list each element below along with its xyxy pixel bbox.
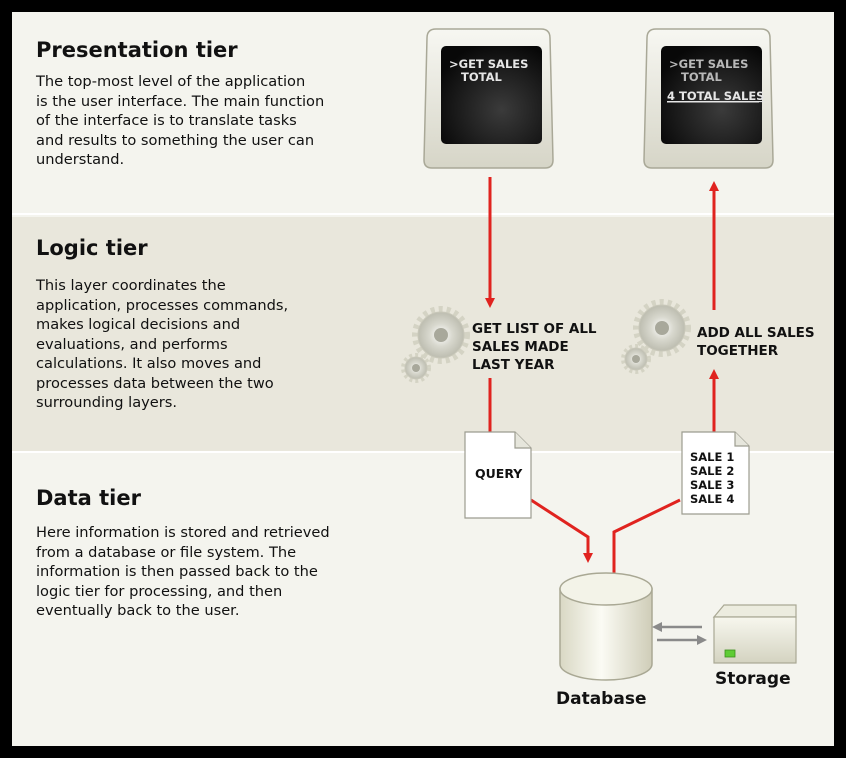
left-gears-icon <box>401 306 470 383</box>
description-line: eventually back to the user. <box>36 602 240 619</box>
description-line: and results to something the user can <box>36 131 315 149</box>
sales-document-icon: SALE 1 SALE 2 SALE 3 SALE 4 <box>681 431 750 515</box>
right-monitor-screen <box>661 46 762 144</box>
right-screen-line2: TOTAL <box>681 70 722 84</box>
database-icon <box>559 572 653 681</box>
gear-label-line: ADD ALL SALES <box>697 325 815 341</box>
presentation-tier-title: Presentation tier <box>36 38 238 62</box>
right-gears-icon <box>621 299 691 374</box>
description-line: surrounding layers. <box>36 394 178 411</box>
presentation-tier-description: The top-most level of the application is… <box>36 72 324 170</box>
gear-label-line: GET LIST OF ALL <box>472 321 597 337</box>
left-monitor-screen <box>441 46 542 144</box>
left-gears-label: GET LIST OF ALL SALES MADE LAST YEAR <box>472 321 601 373</box>
sale-item: SALE 1 <box>690 450 734 464</box>
description-line: calculations. It also moves and <box>36 355 262 372</box>
description-line: application, processes commands, <box>36 296 289 314</box>
storage-status-led <box>724 649 736 658</box>
description-line: from a database or file system. The <box>36 543 297 561</box>
sale-item: SALE 4 <box>690 492 734 506</box>
sale-item: SALE 2 <box>690 464 734 478</box>
description-line: of the interface is to translate tasks <box>36 112 297 129</box>
left-screen-line2: TOTAL <box>461 70 502 84</box>
database-label: Database <box>556 689 646 709</box>
gear-label-line: SALES MADE <box>472 339 569 355</box>
query-label: QUERY <box>475 466 523 481</box>
right-screen-line1: >GET SALES <box>669 57 748 71</box>
description-line: information is then passed back to the <box>36 563 318 580</box>
storage-box-icon <box>712 604 797 664</box>
logic-tier-description: This layer coordinates the application, … <box>36 276 288 413</box>
description-line: evaluations, and performs <box>36 335 228 353</box>
gear-label-line: LAST YEAR <box>472 357 555 373</box>
description-line: processes data between the two <box>36 374 274 392</box>
description-line: understand. <box>36 151 125 168</box>
gear-label-line: TOGETHER <box>697 343 779 359</box>
description-line: This layer coordinates the <box>36 277 226 294</box>
sale-item: SALE 3 <box>690 478 734 492</box>
description-line: The top-most level of the application <box>36 73 306 90</box>
arrow-query-to-database <box>530 498 593 563</box>
connector-database-to-sales <box>612 498 681 574</box>
data-tier-title: Data tier <box>36 486 141 510</box>
storage-label: Storage <box>715 669 791 689</box>
data-tier-description: Here information is stored and retrieved… <box>36 523 330 621</box>
description-line: logic tier for processing, and then <box>36 582 283 600</box>
right-screen-result: 4 TOTAL SALES <box>667 89 764 103</box>
description-line: is the user interface. The main function <box>36 92 325 110</box>
left-monitor-icon: >GET SALES TOTAL <box>423 28 554 169</box>
right-monitor-icon: >GET SALES TOTAL 4 TOTAL SALES <box>643 28 774 169</box>
description-line: Here information is stored and retrieved <box>36 524 330 541</box>
right-gears-label: ADD ALL SALES TOGETHER <box>697 325 819 359</box>
tier-divider-bottom <box>12 451 834 453</box>
left-screen-line1: >GET SALES <box>449 57 528 71</box>
logic-tier-title: Logic tier <box>36 236 148 260</box>
tier-divider-top <box>12 213 834 215</box>
sales-list: SALE 1 SALE 2 SALE 3 SALE 4 <box>690 450 738 506</box>
description-line: makes logical decisions and <box>36 316 241 333</box>
query-document-icon: QUERY <box>464 431 532 519</box>
